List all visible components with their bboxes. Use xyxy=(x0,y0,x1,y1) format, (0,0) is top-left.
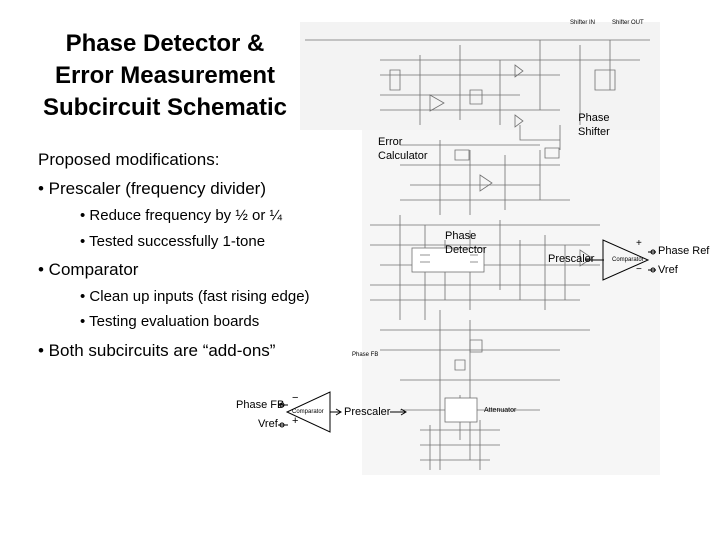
comparator-bottom-plus: + xyxy=(292,415,299,427)
label-phase-detector: Phase Detector xyxy=(445,230,487,256)
comparator-right-label: Comparator xyxy=(612,257,644,263)
schematic-wires xyxy=(305,39,650,470)
comparator-right-minus: − xyxy=(636,264,642,275)
title-line: Subcircuit Schematic xyxy=(42,94,288,121)
comparator-right-plus: + xyxy=(636,238,642,249)
terminal-phase-fb xyxy=(279,402,285,408)
label-phase-fb-schematic: Phase FB xyxy=(352,352,379,358)
slide-title: Phase Detector & Error Measurement Subci… xyxy=(30,28,300,124)
terminal-vref-bottom xyxy=(279,422,285,428)
comparator-bottom-label: Comparator xyxy=(292,409,324,415)
sub-bullet-reduce-frequency: • Reduce frequency by ½ or ¼ xyxy=(80,207,283,224)
terminal-vref-right xyxy=(650,267,656,273)
intro-text: Proposed modifications: xyxy=(38,150,220,169)
bullet-add-ons: • Both subcircuits are “add-ons” xyxy=(38,341,276,360)
title-line: Error Measurement xyxy=(54,62,276,89)
sub-bullet-clean-inputs: • Clean up inputs (fast rising edge) xyxy=(80,288,310,305)
terminal-phase-ref xyxy=(650,249,656,255)
arrow-to-prescaler xyxy=(335,408,342,416)
bullet-prescaler: • Prescaler (frequency divider) xyxy=(38,179,266,198)
comparator-bottom-minus: − xyxy=(292,392,299,404)
label-shifter-out: Shifter OUT xyxy=(612,20,644,26)
prescaler-right-label: Prescaler xyxy=(548,253,595,265)
bullet-comparator: • Comparator xyxy=(38,260,139,279)
vref-right-label: Vref xyxy=(658,264,678,276)
schematic-panel-main xyxy=(362,130,660,475)
title-line: Phase Detector & xyxy=(65,30,265,57)
label-shifter-in: Shifter IN xyxy=(570,20,596,26)
sub-bullet-tested: • Tested successfully 1-tone xyxy=(80,233,266,250)
arrow-from-prescaler xyxy=(400,408,407,416)
label-error-calculator: Error Calculator xyxy=(378,136,428,162)
sub-bullet-evaluation-boards: • Testing evaluation boards xyxy=(80,313,260,330)
prescaler-bottom-label: Prescaler xyxy=(344,406,391,418)
label-attenuator: Attenuator xyxy=(484,407,517,414)
label-phase-shifter: Phase Shifter xyxy=(578,112,610,138)
phase-fb-label: Phase FB xyxy=(236,399,285,411)
vref-bottom-label: Vref xyxy=(258,418,278,430)
phase-ref-label: Phase Ref xyxy=(658,245,710,257)
